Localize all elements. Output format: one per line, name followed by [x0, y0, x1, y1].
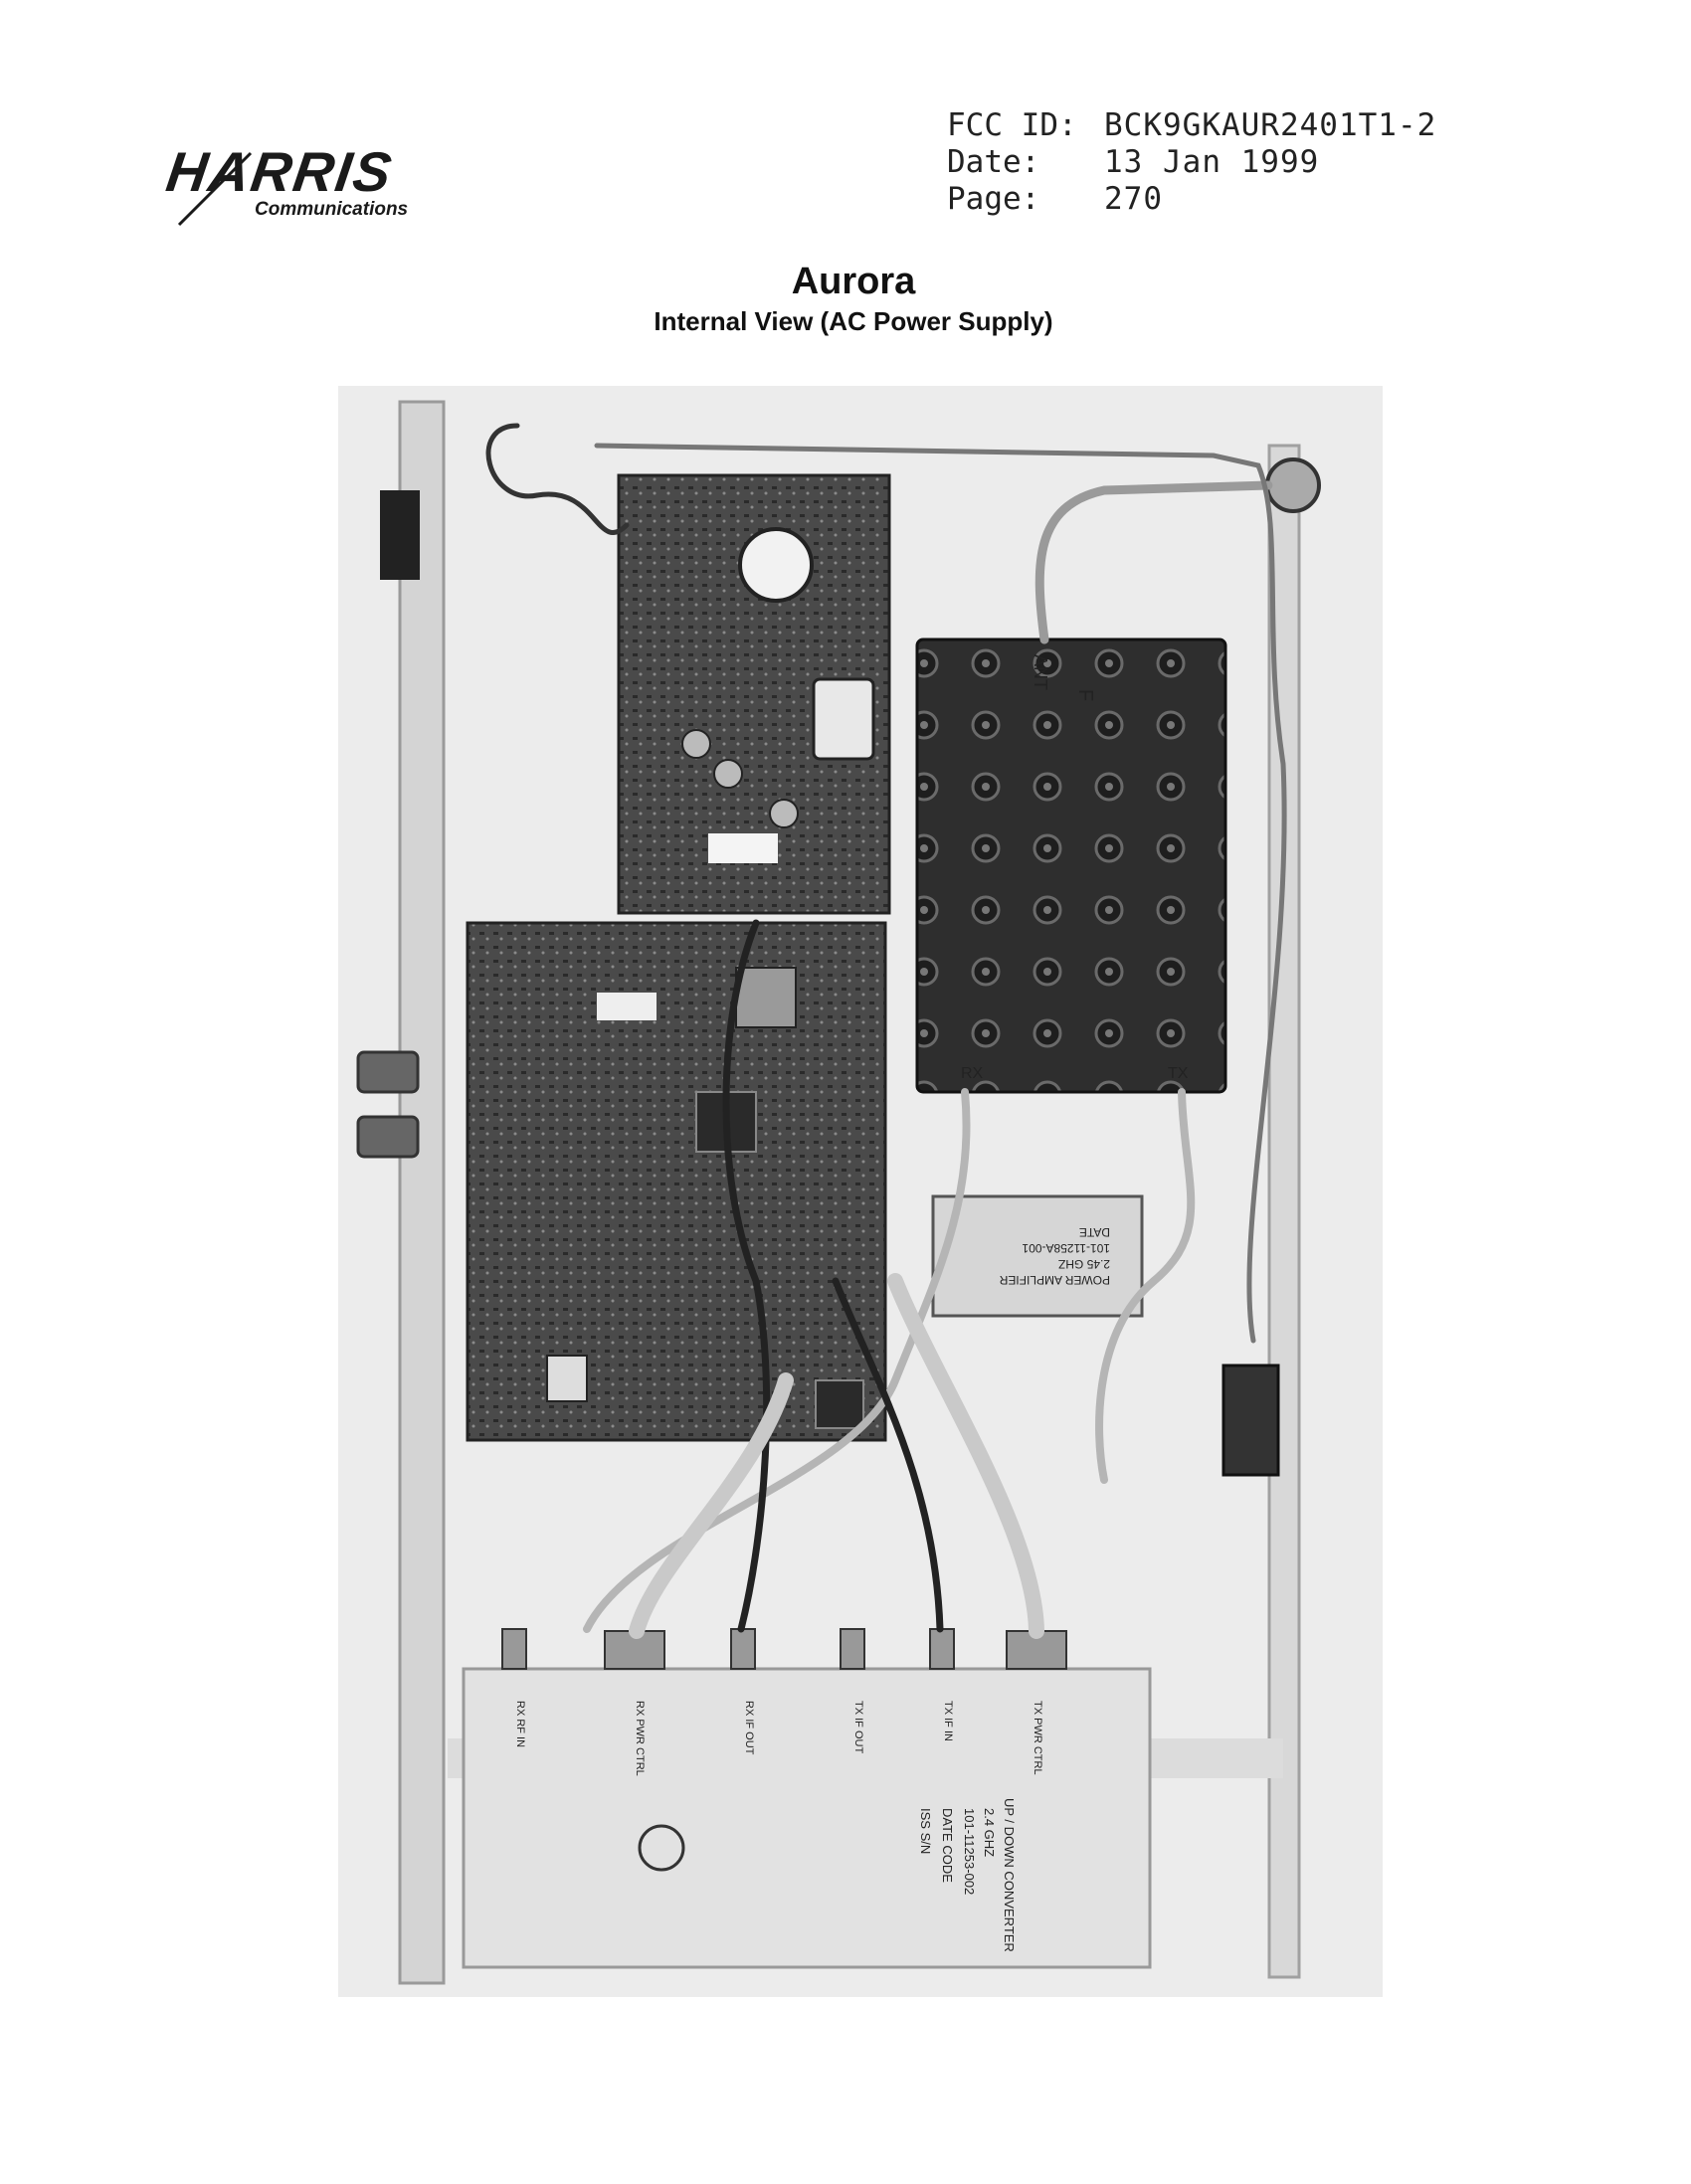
meta-label: Date:	[947, 144, 1040, 180]
cavity-filter-block	[915, 637, 1227, 1094]
antenna-coax-cable	[1034, 480, 1273, 644]
filter-label-ant: ANT	[1031, 654, 1050, 690]
ic-chip-icon	[815, 1379, 864, 1429]
converter-label: DATE CODE	[940, 1808, 955, 1883]
converter-port-label: RX RF IN	[514, 1701, 526, 1747]
cable-harness	[485, 423, 1287, 1639]
converter-label: ISS S/N	[918, 1808, 933, 1854]
sma-connector-icon	[840, 1628, 865, 1670]
amplifier-label: POWER AMPLIFIER	[999, 1273, 1110, 1287]
converter-port-label: TX IF IN	[942, 1701, 954, 1741]
converter-label-group: UP / DOWN CONVERTER 2.4 GHZ 101-11253-00…	[918, 1798, 1017, 1952]
front-ac-connector-icon	[380, 490, 420, 580]
if-coax-cable	[722, 919, 771, 1633]
converter-label: 2.4 GHZ	[982, 1808, 997, 1857]
capacitor-icon	[738, 527, 814, 603]
converter-port-label: RX PWR CTRL	[634, 1701, 646, 1776]
front-bnc-connector-icon	[356, 1050, 420, 1094]
logo-subtitle: Communications	[255, 199, 409, 220]
eprom-chip-icon	[546, 1355, 588, 1402]
ac-wire	[485, 423, 630, 535]
harris-logo: HARRIS Communications	[159, 139, 458, 229]
ribbon-cable	[629, 1372, 794, 1639]
tx-if-coax-cable	[832, 1277, 944, 1633]
transformer-icon	[812, 677, 875, 761]
ac-inlet-icon	[1221, 1364, 1280, 1477]
capacitor-icon	[713, 759, 743, 789]
up-down-converter-module	[462, 1667, 1152, 1969]
meta-row-date: Date: 13 Jan 1999	[947, 144, 1436, 181]
amplifier-label: 101-11258A-001	[1022, 1241, 1110, 1255]
meta-row-page: Page: 270	[947, 181, 1436, 218]
converter-port-labels: RX RF IN RX PWR CTRL RX IF OUT TX IF OUT…	[514, 1701, 1043, 1776]
meta-value: 13 Jan 1999	[1104, 144, 1320, 180]
meta-value: BCK9GKAUR2401T1-2	[1104, 107, 1437, 143]
main-logic-board	[466, 921, 887, 1442]
meta-label: FCC ID:	[947, 107, 1077, 143]
front-panel-rail	[398, 400, 446, 1985]
logo-mark-icon	[638, 1824, 685, 1872]
dip-switch-icon	[597, 993, 657, 1020]
meta-value: 270	[1104, 181, 1163, 217]
logo-swoosh-icon	[177, 151, 253, 227]
internal-view-photo: ANT F RX TX POWER AMPLIFIER 2.45 GHZ 101…	[338, 386, 1383, 1997]
logo-wordmark: HARRIS	[162, 140, 398, 203]
converter-port-label: RX IF OUT	[743, 1701, 755, 1755]
tx-coax-cable	[1095, 1088, 1196, 1484]
rf-shield-can-icon	[735, 967, 797, 1028]
front-bnc-connector-icon	[356, 1115, 420, 1159]
converter-port-label: TX IF OUT	[852, 1701, 864, 1753]
sma-connector-icon	[501, 1628, 527, 1670]
converter-label: 101-11253-002	[962, 1808, 977, 1895]
converter-port-label: TX PWR CTRL	[1032, 1701, 1043, 1775]
filter-label-f: F	[1074, 689, 1096, 701]
ribbon-cable	[887, 1273, 1044, 1639]
document-title: Aurora	[791, 261, 916, 302]
filter-label-rx: RX	[961, 1065, 984, 1082]
amplifier-label-group: POWER AMPLIFIER 2.45 GHZ 101-11258A-001 …	[999, 1225, 1110, 1287]
terminal-block-icon	[708, 833, 778, 863]
amplifier-label: 2.45 GHZ	[1058, 1257, 1110, 1271]
sma-connector-icon	[730, 1628, 756, 1670]
sma-connector-icon	[929, 1628, 955, 1670]
meta-row-fcc-id: FCC ID: BCK9GKAUR2401T1-2	[947, 107, 1436, 144]
filter-label-tx: TX	[1168, 1065, 1189, 1082]
antenna-connector-icon	[1265, 457, 1321, 513]
document-subtitle: Internal View (AC Power Supply)	[654, 306, 1053, 336]
meta-label: Page:	[947, 181, 1040, 217]
amplifier-label: DATE	[1079, 1225, 1110, 1239]
converter-label: UP / DOWN CONVERTER	[1002, 1798, 1017, 1952]
capacitor-icon	[681, 729, 711, 759]
power-amplifier-module	[931, 1194, 1144, 1318]
rx-coax-cable	[583, 1088, 971, 1633]
ground-wire	[594, 443, 1287, 1344]
fcc-meta-block: FCC ID: BCK9GKAUR2401T1-2 Date: 13 Jan 1…	[947, 107, 1436, 218]
converter-connector-row	[501, 1628, 1067, 1670]
capacitor-icon	[769, 799, 799, 828]
